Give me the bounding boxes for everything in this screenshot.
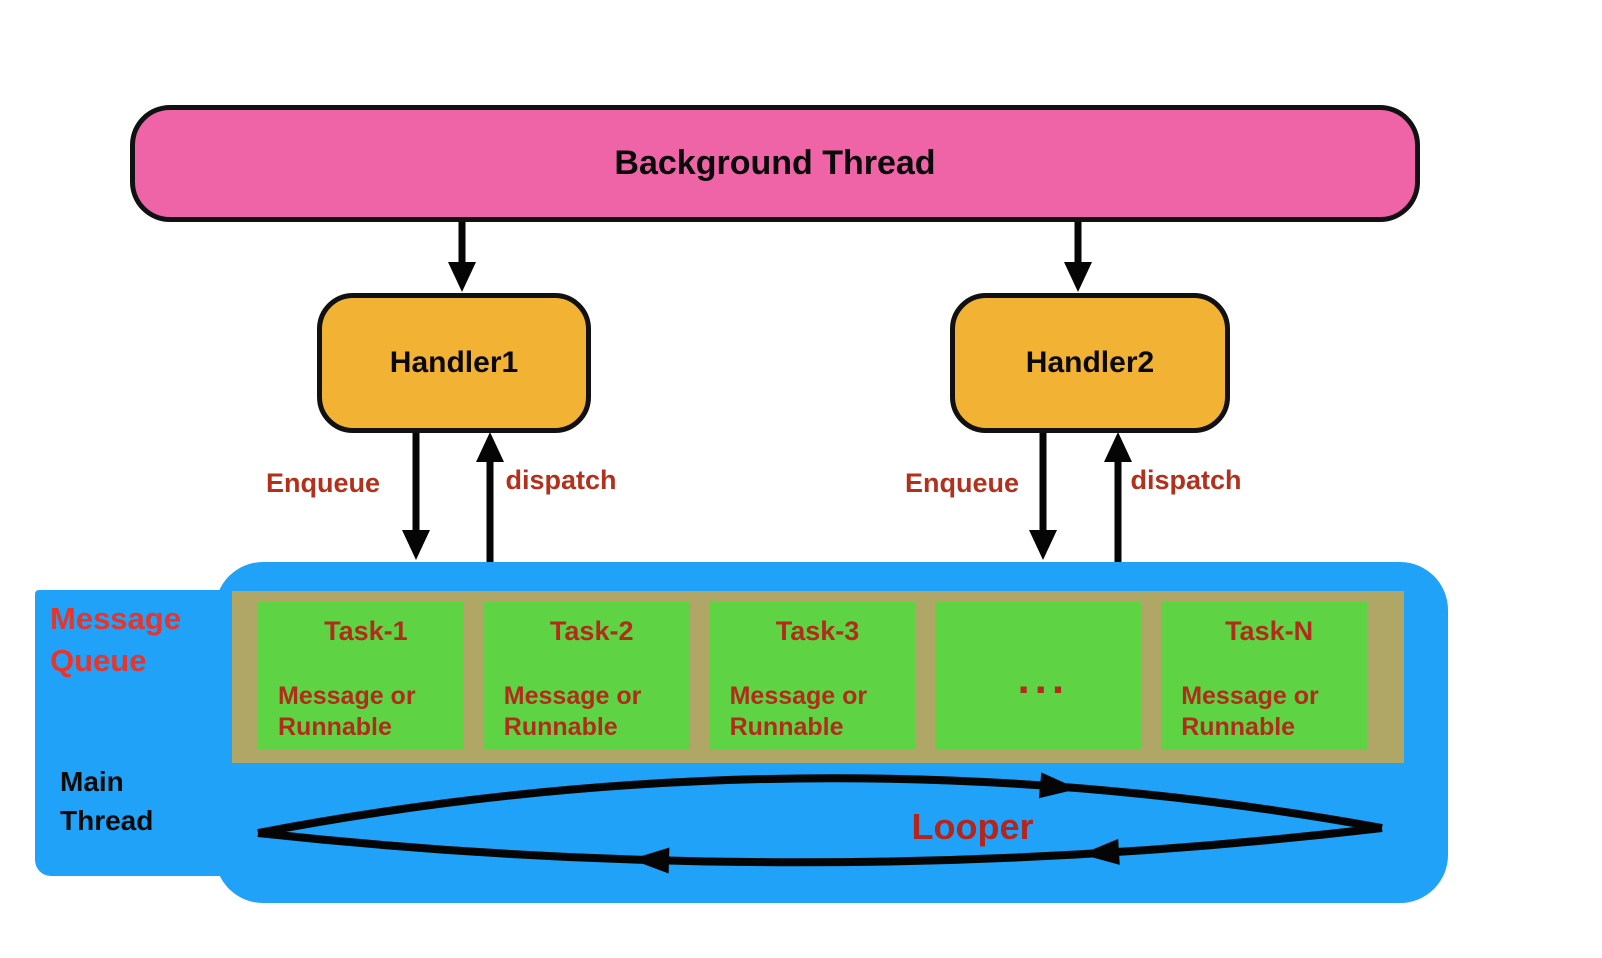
enqueue-label-1: Enqueue [265, 468, 381, 498]
dispatch-arrow-1 [476, 432, 504, 562]
background-thread-box: Background Thread [130, 105, 1420, 222]
task-body: Message or Runnable [729, 682, 868, 741]
background-thread-label: Background Thread [614, 144, 936, 182]
task-box-1: Task-1 Message or Runnable [258, 602, 464, 750]
enqueue-arrow-1 [402, 433, 430, 560]
message-queue-strip: Task-1 Message or Runnable Task-2 Messag… [232, 591, 1404, 763]
enqueue-arrow-2 [1029, 433, 1057, 560]
main-thread-label: Main Thread [60, 766, 154, 837]
enqueue-label-2: Enqueue [904, 468, 1020, 498]
looper-label: Looper [911, 806, 1034, 847]
arrow-bgthread-to-handler1 [448, 222, 476, 292]
task-title: ... [1017, 654, 1070, 704]
task-title: Task-3 [775, 616, 860, 646]
task-body: Message or Runnable [1181, 682, 1319, 741]
task-title: Task-1 [324, 616, 408, 646]
task-box-n: Task-N Message or Runnable [1161, 602, 1367, 750]
handler2-box: Handler2 [950, 293, 1230, 433]
task-box-2: Task-2 Message or Runnable [483, 602, 690, 750]
task-box-ellipsis: ... [935, 602, 1142, 750]
arrow-bgthread-to-handler2 [1064, 222, 1092, 292]
task-body: Message or Runnable [278, 682, 416, 741]
task-title: Task-2 [549, 616, 634, 646]
task-body: Message or Runnable [503, 682, 642, 741]
task-box-3: Task-3 Message or Runnable [709, 602, 916, 750]
dispatch-arrow-2 [1104, 432, 1132, 562]
handler1-label: Handler1 [389, 346, 519, 379]
main-thread-left-panel [35, 590, 235, 876]
dispatch-label-1: dispatch [505, 465, 617, 495]
handler2-label: Handler2 [1025, 346, 1155, 379]
dispatch-label-2: dispatch [1130, 465, 1242, 495]
task-title: Task-N [1225, 616, 1314, 646]
handler1-box: Handler1 [317, 293, 591, 433]
message-queue-label: Message Queue [50, 601, 181, 678]
